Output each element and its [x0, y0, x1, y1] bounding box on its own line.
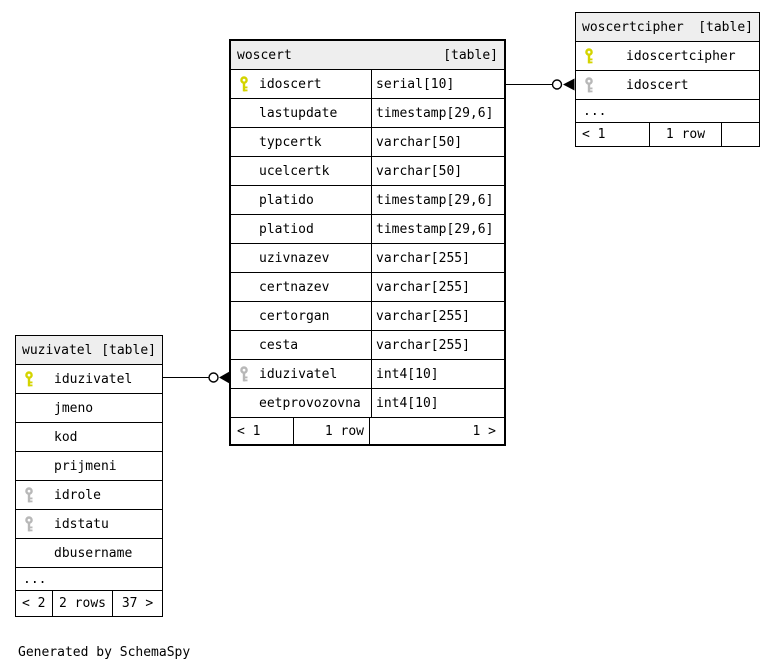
footer-parents-count [722, 123, 759, 146]
column-name: certorgan [259, 308, 330, 324]
column-type: timestamp[29,6] [371, 186, 504, 214]
footer-parents-count: 1 > [472, 423, 496, 439]
column-row-prijmeni[interactable]: prijmeni [16, 452, 162, 481]
column-row-eetprovozovna[interactable]: eetprovozovna int4[10] [231, 389, 504, 418]
crow-foot-many [219, 371, 230, 384]
footer-children-count: < 1 [231, 418, 294, 444]
column-name: prijmeni [54, 458, 117, 474]
column-name: idoscert [259, 76, 322, 92]
foreign-key-icon [24, 516, 34, 532]
column-name: platido [259, 192, 314, 208]
footer-row-count: 1 row [650, 123, 722, 146]
table-title: wuzivatel [22, 342, 93, 358]
column-type: serial[10] [371, 70, 504, 98]
column-name: idrole [54, 487, 101, 503]
table-header: woscertcipher [table] [576, 13, 759, 42]
column-name: dbusername [54, 545, 133, 561]
footer-children-count: < 1 [576, 123, 650, 146]
column-row-certorgan[interactable]: certorgan varchar[255] [231, 302, 504, 331]
ellipsis-label: ... [583, 103, 607, 119]
column-type: int4[10] [371, 389, 504, 417]
column-row-ucelcertk[interactable]: ucelcertk varchar[50] [231, 157, 504, 186]
footer-row-count: 1 row [294, 418, 370, 444]
column-type: varchar[255] [371, 302, 504, 330]
column-type: int4[10] [371, 360, 504, 388]
column-row-idoscertcipher[interactable]: idoscertcipher [576, 42, 759, 71]
foreign-key-icon [24, 487, 34, 503]
table-title: woscertcipher [582, 19, 684, 35]
connector-woscert-woscertcipher [506, 78, 575, 91]
column-row-dbusername[interactable]: dbusername [16, 539, 162, 568]
table-header: woscert [table] [231, 41, 504, 70]
table-tag: [table] [698, 19, 753, 35]
crow-foot-many [563, 78, 575, 91]
table-tag: [table] [101, 342, 156, 358]
column-name: typcertk [259, 134, 322, 150]
footer-children-count: < 2 [16, 591, 53, 616]
column-name: jmeno [54, 400, 94, 416]
zero-or-one-circle [208, 372, 219, 383]
column-row-uzivnazev[interactable]: uzivnazev varchar[255] [231, 244, 504, 273]
ellipsis-row[interactable]: ... [16, 568, 162, 591]
column-row-iduzivatel[interactable]: iduzivatel int4[10] [231, 360, 504, 389]
column-row-idrole[interactable]: idrole [16, 481, 162, 510]
column-name: uzivnazev [259, 250, 330, 266]
table-header: wuzivatel [table] [16, 336, 162, 365]
column-row-kod[interactable]: kod [16, 423, 162, 452]
column-name: idstatu [54, 516, 109, 532]
column-row-idoscert[interactable]: idoscert [576, 71, 759, 100]
primary-key-icon [24, 371, 34, 387]
column-type: varchar[50] [371, 157, 504, 185]
ellipsis-row[interactable]: ... [576, 100, 759, 123]
column-type: timestamp[29,6] [371, 215, 504, 243]
column-name: platiod [259, 221, 314, 237]
column-row-certnazev[interactable]: certnazev varchar[255] [231, 273, 504, 302]
foreign-key-icon [584, 77, 594, 93]
zero-or-one-circle [551, 79, 563, 90]
primary-key-icon [239, 76, 249, 92]
column-row-lastupdate[interactable]: lastupdate timestamp[29,6] [231, 99, 504, 128]
column-row-cesta[interactable]: cesta varchar[255] [231, 331, 504, 360]
column-name: iduzivatel [259, 366, 338, 382]
column-type: varchar[50] [371, 128, 504, 156]
column-row-platido[interactable]: platido timestamp[29,6] [231, 186, 504, 215]
ellipsis-label: ... [23, 571, 47, 587]
connector-wuzivatel-woscert [163, 371, 230, 384]
column-row-platiod[interactable]: platiod timestamp[29,6] [231, 215, 504, 244]
primary-key-icon [584, 48, 594, 64]
column-name: eetprovozovna [259, 395, 361, 411]
column-name: iduzivatel [54, 371, 133, 387]
column-row-iduzivatel[interactable]: iduzivatel [16, 365, 162, 394]
column-type: varchar[255] [371, 273, 504, 301]
column-name: idoscert [626, 77, 689, 93]
column-name: ucelcertk [259, 163, 330, 179]
column-row-idstatu[interactable]: idstatu [16, 510, 162, 539]
column-type: varchar[255] [371, 331, 504, 359]
table-woscertcipher[interactable]: woscertcipher [table] idoscertcipher idosce… [575, 12, 760, 147]
column-name: idoscertcipher [626, 48, 736, 64]
column-row-idoscert[interactable]: idoscert serial[10] [231, 70, 504, 99]
foreign-key-icon [239, 366, 249, 382]
column-name: lastupdate [259, 105, 338, 121]
generated-by-caption: Generated by SchemaSpy [18, 645, 191, 660]
table-wuzivatel[interactable]: wuzivatel [table] iduzivatel jmeno kod prijme… [15, 335, 163, 617]
footer-row-count: 2 rows [53, 591, 113, 616]
table-title: woscert [237, 47, 292, 63]
column-row-jmeno[interactable]: jmeno [16, 394, 162, 423]
column-name: cesta [259, 337, 299, 353]
column-type: varchar[255] [371, 244, 504, 272]
column-name: kod [54, 429, 78, 445]
table-tag: [table] [443, 47, 498, 63]
column-row-typcertk[interactable]: typcertk varchar[50] [231, 128, 504, 157]
column-type: timestamp[29,6] [371, 99, 504, 127]
column-name: certnazev [259, 279, 330, 295]
footer-parents-count: 37 > [121, 596, 154, 611]
